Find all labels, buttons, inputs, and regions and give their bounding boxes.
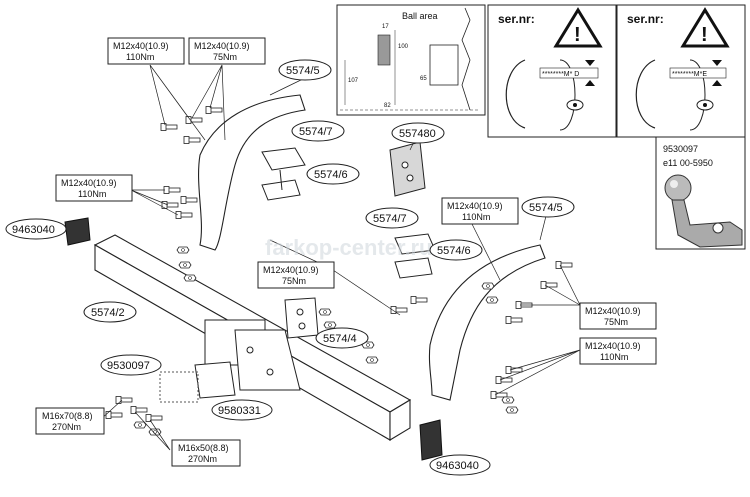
coupling-9530097-dotted <box>159 371 199 403</box>
left-side-bracket <box>198 94 306 251</box>
torque-box-t1: M12x40(10.9)110Nm <box>107 37 185 65</box>
part-oval-9530097: 9530097 <box>100 354 162 376</box>
tow-ball-icon <box>664 174 692 202</box>
main-crossbeam <box>93 234 412 441</box>
cap-bottom-9463040 <box>419 419 443 461</box>
torque-box-t8: M16x70(8.8)270Nm <box>35 407 105 435</box>
torque-bolt: M12x40(10.9) <box>61 178 117 188</box>
part-oval-9463040-left: 9463040 <box>5 218 67 240</box>
part-label: 557480 <box>399 128 436 140</box>
part-label: 5574/7 <box>299 126 333 138</box>
serial-box-d: ser.nr: ! ********M* D <box>487 4 617 138</box>
plate-9580331 <box>194 361 236 399</box>
torque-bolt: M12x40(10.9) <box>263 265 319 275</box>
part-oval-5574-4: 5574/4 <box>315 327 369 349</box>
dim-17: 17 <box>382 24 389 30</box>
ball-area-title: Ball area <box>402 11 438 21</box>
torque-value: 75Nm <box>282 276 306 286</box>
plate-557480 <box>389 141 426 197</box>
plate-5574-4 <box>284 297 319 339</box>
dim-65: 65 <box>420 76 427 82</box>
part-label: 5574/2 <box>91 307 125 319</box>
part-oval-557480: 557480 <box>391 122 445 144</box>
part-label: 5574/5 <box>529 202 563 214</box>
torque-value: 270Nm <box>188 454 217 464</box>
torque-value: 110Nm <box>600 352 628 362</box>
part-label: 5574/4 <box>323 333 357 345</box>
part-oval-5574-6-mid: 5574/6 <box>429 239 483 261</box>
part-label: 5574/6 <box>314 169 348 181</box>
cap-left-9463040 <box>64 217 91 246</box>
torque-value: 110Nm <box>462 212 490 222</box>
torque-box-t7: M12x40(10.9)110Nm <box>579 337 657 365</box>
ball-inset: 9530097 e11 00-5950 <box>655 136 746 250</box>
part-label: 5574/7 <box>373 213 407 225</box>
torque-box-t6: M12x40(10.9)75Nm <box>579 302 657 330</box>
part-oval-5574-5-right: 5574/5 <box>521 196 575 218</box>
serial-code-e: ********M*E <box>672 71 707 78</box>
torque-value: 110Nm <box>78 189 106 199</box>
part-oval-5574-5-left: 5574/5 <box>278 59 332 81</box>
torque-bolt: M12x40(10.9) <box>585 306 641 316</box>
serial-box-e: ser.nr: ! ********M*E <box>616 4 746 138</box>
torque-value: 270Nm <box>52 422 81 432</box>
part-oval-5574-6-top: 5574/6 <box>306 163 360 185</box>
part-oval-9463040-bottom: 9463040 <box>429 454 491 476</box>
part-oval-5574-2: 5574/2 <box>83 301 137 323</box>
torque-value: 110Nm <box>126 52 154 62</box>
part-label: 9530097 <box>107 360 150 372</box>
part-oval-5574-7-mid: 5574/7 <box>365 207 419 229</box>
ball-approval: e11 00-5950 <box>663 158 713 168</box>
torque-box-t5: M12x40(10.9)75Nm <box>257 261 335 289</box>
dim-82: 82 <box>384 103 391 109</box>
torque-box-t9: M16x50(8.8)270Nm <box>171 439 241 467</box>
torque-bolt: M16x50(8.8) <box>178 443 229 453</box>
dim-100: 100 <box>398 44 409 50</box>
leader-lines <box>99 64 581 451</box>
watermark: farkop-center.ru <box>265 235 433 260</box>
torque-box-t4: M12x40(10.9)110Nm <box>441 197 519 225</box>
torque-box-t2: M12x40(10.9)75Nm <box>188 37 266 65</box>
serial-label-e: ser.nr: <box>627 12 664 26</box>
ball-area-inset: Ball area 17 100 107 82 65 <box>336 4 486 116</box>
torque-bolt: M12x40(10.9) <box>113 41 169 51</box>
part-oval-5574-7-top: 5574/7 <box>291 120 345 142</box>
right-side-bracket <box>428 244 546 401</box>
part-label: 9580331 <box>218 405 261 417</box>
part-label: 5574/5 <box>286 65 320 77</box>
torque-bolt: M12x40(10.9) <box>194 41 250 51</box>
upper-clamp-plate <box>261 147 306 201</box>
warning-icon: ! <box>701 24 708 46</box>
part-label: 9463040 <box>436 460 479 472</box>
torque-value: 75Nm <box>604 317 628 327</box>
serial-code-d: ********M* D <box>542 71 579 78</box>
part-label: 9463040 <box>12 224 55 236</box>
torque-bolt: M12x40(10.9) <box>585 341 641 351</box>
part-oval-9580331: 9580331 <box>211 399 273 421</box>
torque-bolt: M12x40(10.9) <box>447 201 503 211</box>
dim-107: 107 <box>348 78 359 84</box>
warning-icon: ! <box>574 24 581 46</box>
ball-part-number: 9530097 <box>663 144 698 154</box>
serial-label-d: ser.nr: <box>498 12 535 26</box>
torque-value: 75Nm <box>213 52 237 62</box>
torque-box-t3: M12x40(10.9)110Nm <box>55 174 133 202</box>
torque-bolt: M16x70(8.8) <box>42 411 93 421</box>
part-label: 5574/6 <box>437 245 471 257</box>
lower-clamp-plate <box>394 233 436 279</box>
